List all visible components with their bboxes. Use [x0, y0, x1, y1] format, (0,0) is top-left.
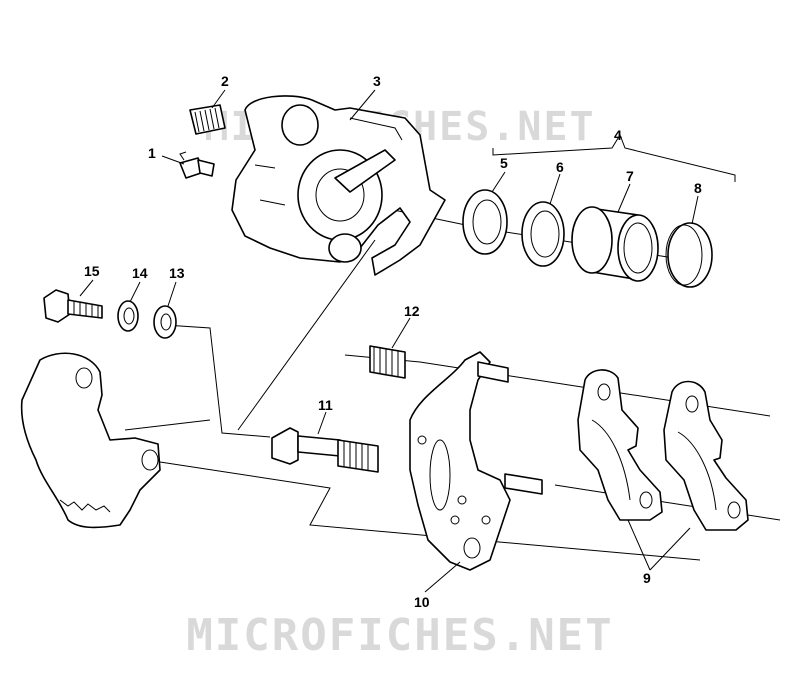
part-7-piston [571, 206, 659, 282]
callout-6: 6 [556, 159, 564, 175]
callout-1: 1 [148, 145, 156, 161]
callout-4: 4 [614, 127, 622, 143]
watermark-bottom: MICROFICHES.NET [186, 610, 614, 661]
callout-8: 8 [694, 180, 702, 196]
part-12-spring [369, 345, 406, 379]
callout-9: 9 [643, 570, 651, 586]
part-13-washer [153, 305, 177, 339]
mounting-bracket [20, 352, 161, 529]
part-9-brake-pad-a [577, 369, 663, 521]
part-1-bleeder-valve [179, 151, 215, 179]
part-3-caliper-body [231, 95, 446, 276]
callout-15: 15 [84, 263, 100, 279]
part-5-seal [462, 189, 508, 255]
callout-11: 11 [318, 397, 333, 413]
callout-13: 13 [169, 265, 185, 281]
part-6-dust-seal [521, 201, 565, 267]
callout-3: 3 [373, 73, 381, 89]
part-15-bolt [43, 289, 103, 323]
callout-labels: 1 2 3 4 5 6 7 8 9 10 11 12 13 14 15 [84, 73, 702, 610]
callout-2: 2 [221, 73, 229, 89]
leader-lines [79, 89, 736, 593]
part-2-bleeder-screw [189, 104, 226, 135]
part-14-lock-washer [117, 300, 139, 332]
callout-5: 5 [500, 155, 508, 171]
callout-7: 7 [626, 168, 634, 184]
part-11-guide-pin [271, 427, 379, 473]
part-9-brake-pad-b [663, 380, 749, 531]
part-8-piston-cap [665, 222, 713, 288]
callout-12: 12 [404, 303, 420, 319]
callout-10: 10 [414, 594, 430, 610]
part-10-support-plate [409, 351, 543, 571]
callout-14: 14 [132, 265, 148, 281]
